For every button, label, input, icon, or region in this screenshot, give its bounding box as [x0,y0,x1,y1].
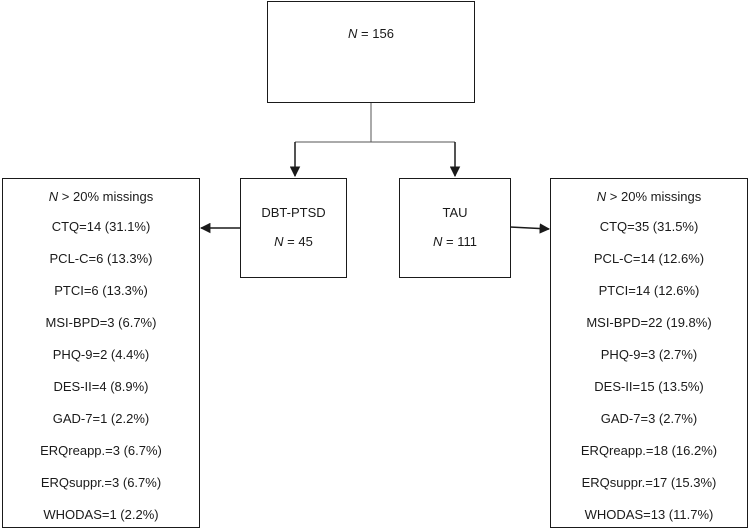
tau-box: TAU N = 111 [399,178,511,278]
list-item: PTCI=6 (13.3%) [54,283,148,298]
list-item: MSI-BPD=3 (6.7%) [45,315,157,330]
list-item: DES-II=15 (13.5%) [594,379,704,394]
list-item: PTCI=14 (12.6%) [598,283,700,298]
list-item: GAD-7=3 (2.7%) [600,411,698,426]
list-item: PHQ-9=2 (4.4%) [52,347,150,362]
total-label: N = 156 [348,26,394,41]
list-item: MSI-BPD=22 (19.8%) [586,315,712,330]
list-item: DES-II=4 (8.9%) [53,379,149,394]
list-item: ERQreapp.=18 (16.2%) [580,443,718,458]
dbt-ptsd-box: DBT-PTSD N = 45 [240,178,347,278]
list-item: ERQsuppr.=3 (6.7%) [40,475,162,490]
list-item: CTQ=35 (31.5%) [599,219,699,234]
list-item: WHODAS=1 (2.2%) [43,507,159,522]
dbt-ptsd-n: N = 45 [274,234,313,249]
missings-box-dbt: N > 20% missings CTQ=14 (31.1%) PCL-C=6 (… [2,178,200,528]
list-item: WHODAS=13 (11.7%) [584,507,714,522]
total-box: N = 156 [267,1,475,103]
n-symbol: N [348,26,358,41]
tau-name: TAU [442,205,468,220]
missings-header: N > 20% missings [48,189,154,204]
list-item: CTQ=14 (31.1%) [51,219,151,234]
list-item: ERQsuppr.=17 (15.3%) [581,475,717,490]
missings-header: N > 20% missings [596,189,702,204]
list-item: PHQ-9=3 (2.7%) [600,347,698,362]
arrow-to-right-missings [509,223,551,234]
missings-box-tau: N > 20% missings CTQ=35 (31.5%) PCL-C=14 … [550,178,748,528]
list-item: GAD-7=1 (2.2%) [52,411,150,426]
tau-n: N = 111 [433,234,477,249]
dbt-ptsd-name: DBT-PTSD [261,205,326,220]
list-item: PCL-C=6 (13.3%) [49,251,153,266]
list-item: PCL-C=14 (12.6%) [593,251,705,266]
list-item: ERQreapp.=3 (6.7%) [40,443,162,458]
